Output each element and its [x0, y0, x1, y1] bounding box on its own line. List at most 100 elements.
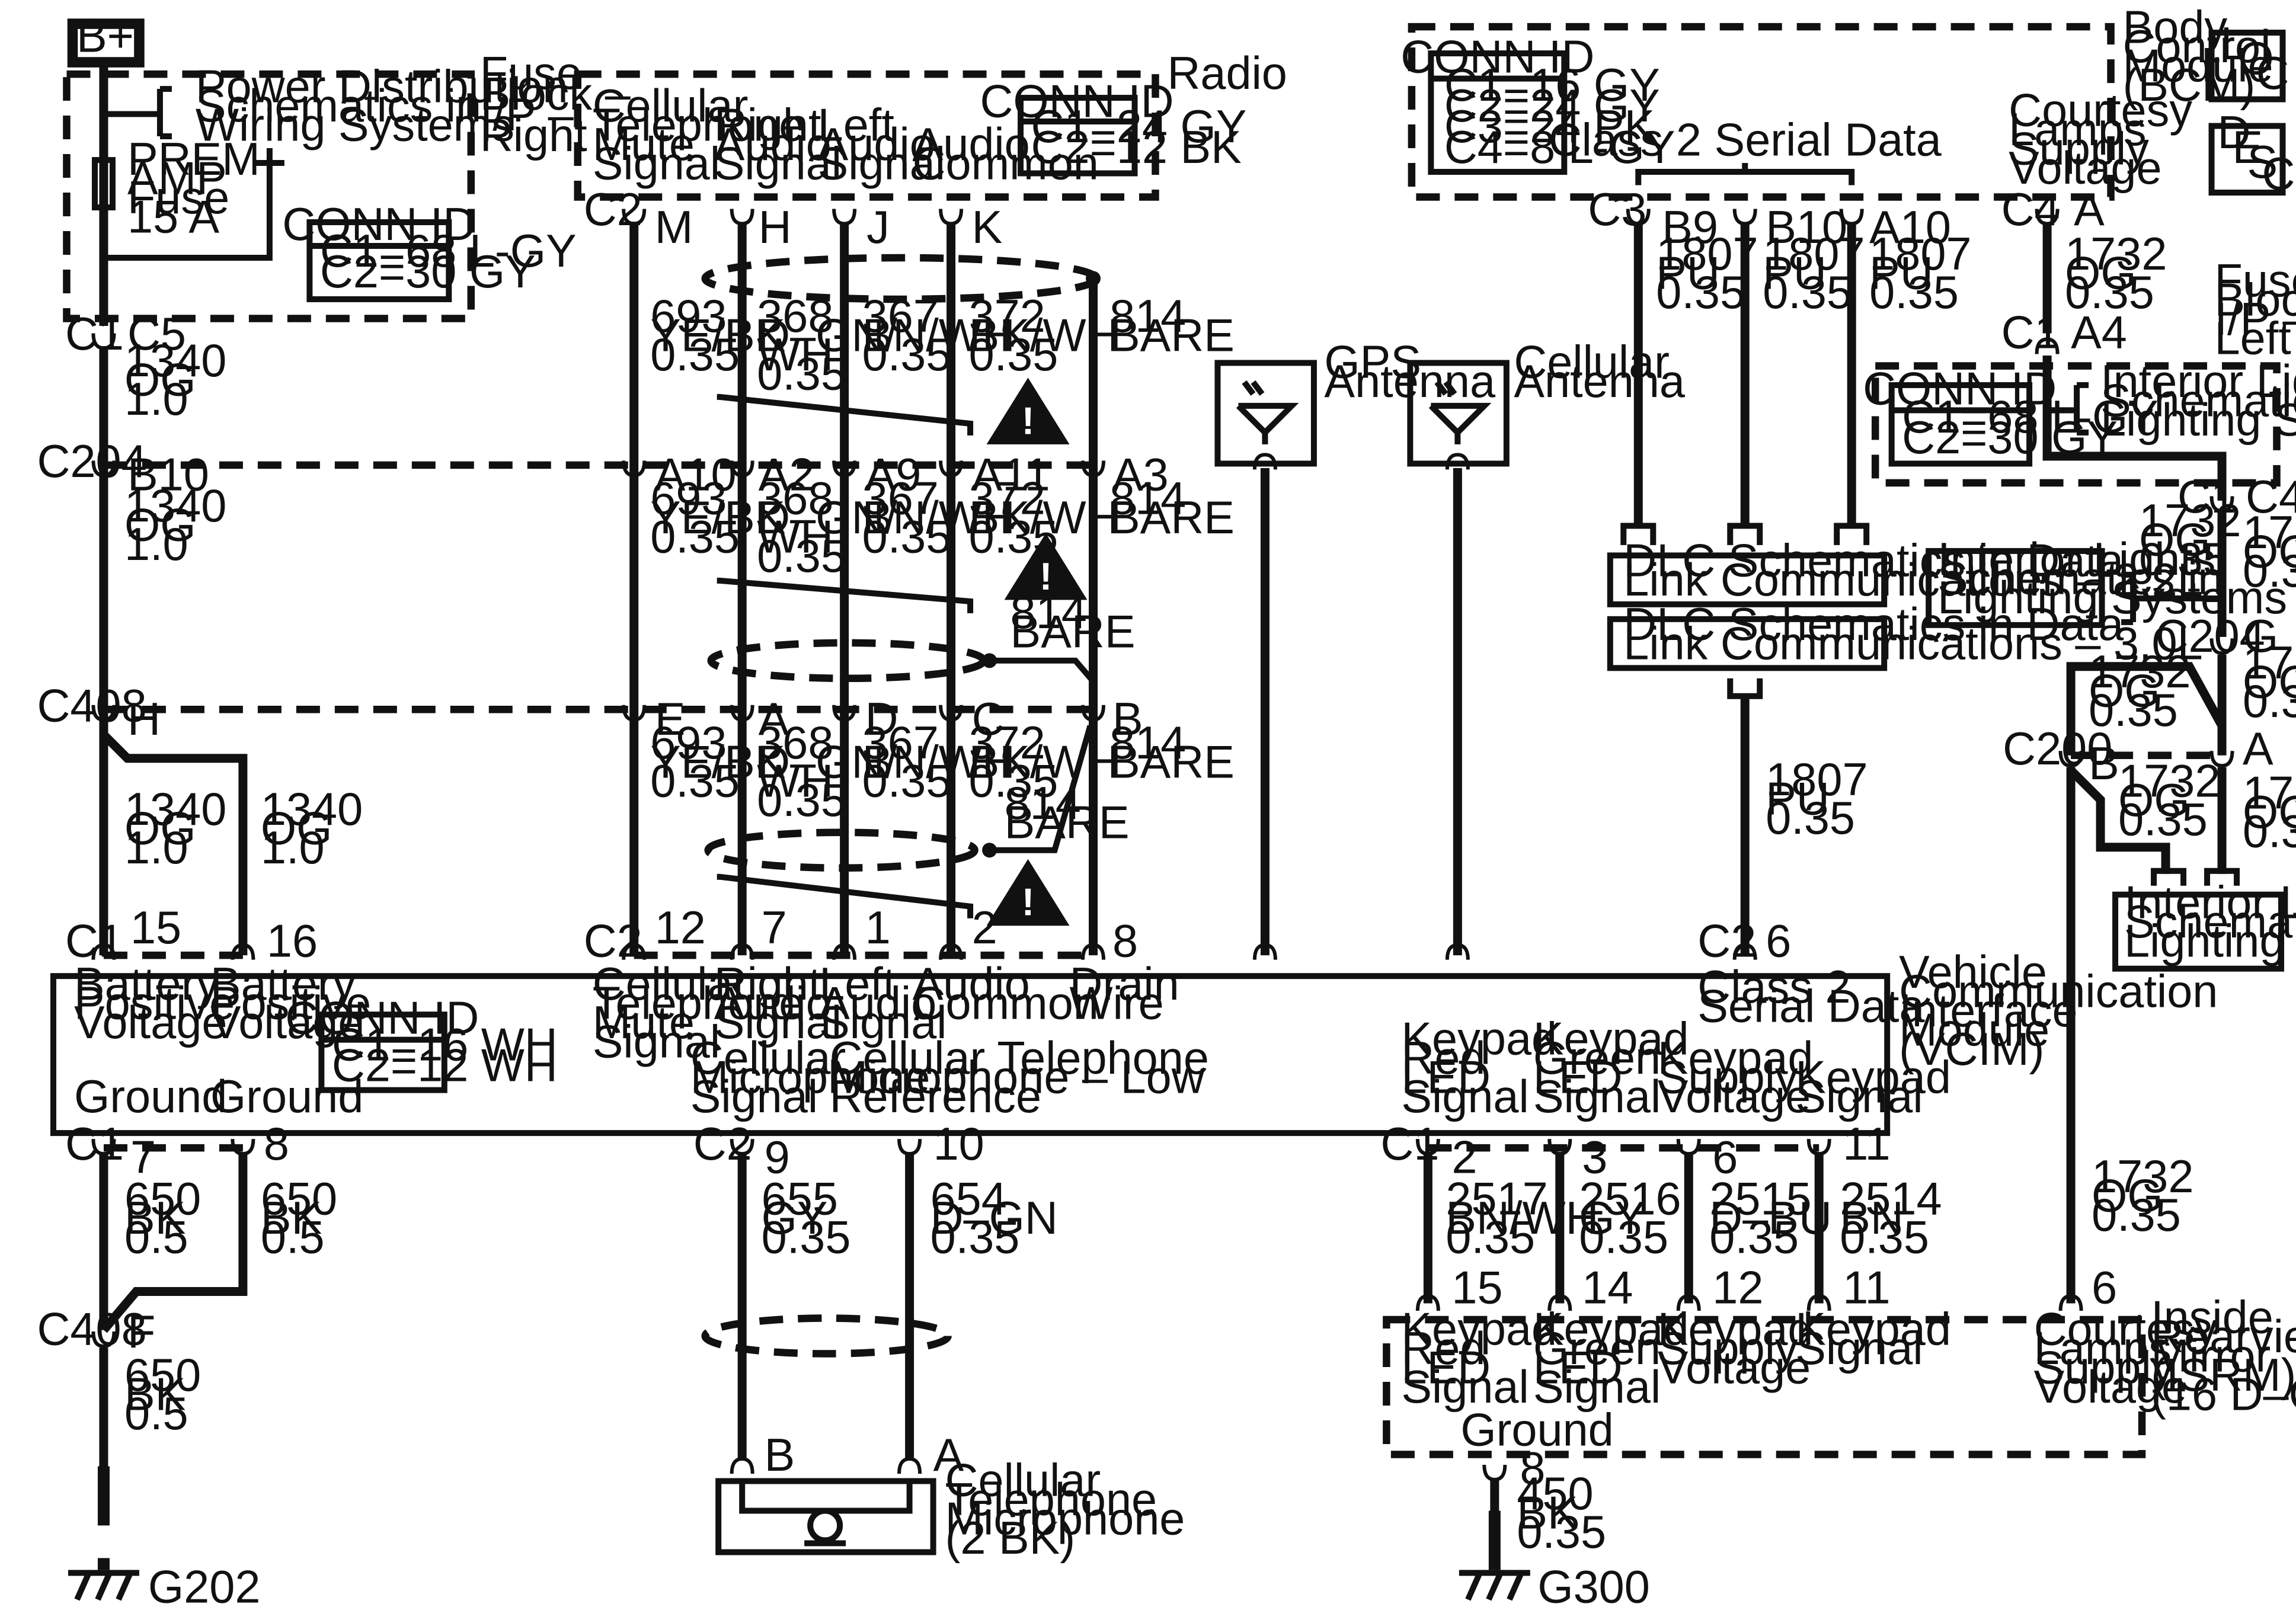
wire-2517: 0.35 [1446, 1212, 1535, 1263]
vcim-pin: 11 [1843, 1119, 1890, 1170]
wire-1732: OG [2243, 657, 2296, 708]
wire-1807: 1807 [1766, 754, 1868, 805]
vcim-pin: 10 [933, 1119, 984, 1170]
vcim-title: Communication [1899, 966, 2218, 1017]
c200-pin-b: B [2089, 738, 2119, 789]
bcm-pin: B10 [1766, 202, 1847, 253]
c204-pin: A2 [759, 449, 815, 500]
wire-814: 814 [1109, 473, 1186, 524]
vcim-label: Keypad [1401, 1014, 1557, 1065]
wire-1732: OG [2092, 1171, 2163, 1222]
wire-1340: 1.0 [261, 822, 325, 873]
wire-1340: OG [261, 804, 332, 854]
wire-655: 655 [762, 1174, 838, 1225]
wire-367: 367 [862, 718, 939, 769]
vcim: C1 15 16 C2 12 7 1 2 8 C2 6 Battery Posi… [50, 902, 2218, 1183]
wire-1807: 0.35 [1763, 267, 1852, 318]
radio-pin-k: K [972, 202, 1003, 253]
vcim-label: Ground [74, 1071, 227, 1122]
conn-id-c1: C1=68 L-GY [320, 226, 577, 277]
fuse-block-left: CONN ID C1=68 L-GY C2=30 GY Interior Lig… [1863, 255, 2296, 523]
isrm-pin: 6 [2092, 1263, 2117, 1314]
fbl-conn-id-c1: C1=68 L-GY [1902, 392, 2159, 443]
vcim-title: Vehicle [1899, 947, 2047, 998]
fbl-ref: Interior Lights [2100, 356, 2296, 407]
battery-label: B+ [76, 11, 134, 62]
vcim-c2b: C2 [1697, 916, 1756, 967]
wire-2516: 2516 [1579, 1174, 1681, 1225]
bcm-courtesy-label: Voltage [2009, 143, 2161, 194]
wire-1732: OG [2065, 248, 2137, 299]
vcim-pin: 2 [1451, 1132, 1477, 1183]
vcim-label: Audio [714, 978, 832, 1029]
vcim-label: Keypad [1795, 1052, 1951, 1103]
cell-antenna-label: Cellular [1514, 337, 1670, 388]
wire-1732: 0.35 [2089, 685, 2178, 736]
wire-650: 0.5 [124, 1212, 188, 1263]
wire-450: BK [1517, 1487, 1578, 1538]
ground-icon [1459, 1570, 1530, 1601]
wire-693: YE/BK [650, 737, 785, 788]
isrm-title: Mirror [2151, 1331, 2271, 1382]
vcim-label: Ground [210, 1071, 363, 1122]
cell-antenna-label: Antenna [1514, 356, 1686, 407]
wire-1732: OG [2139, 514, 2211, 565]
radio-pin-label: Common [913, 139, 1099, 190]
wire-650: BK [124, 1369, 186, 1420]
wire-372: BK/WH [969, 737, 1120, 788]
radio-conn-id-title: CONN ID [980, 76, 1173, 127]
vcim-label: Right [714, 959, 821, 1010]
wire-368: 0.35 [757, 348, 846, 399]
wire-2516: 0.35 [1579, 1212, 1668, 1263]
wire-1732: 1732 [2089, 646, 2191, 697]
wire-814: 814 [1109, 291, 1186, 342]
c408-pin: E [655, 694, 686, 745]
isrm-label: Keypad [1533, 1304, 1689, 1355]
wire-368: D–GN/ [757, 310, 897, 361]
wire-368: 0.35 [757, 775, 846, 826]
gps-label: GPS [1324, 337, 1421, 388]
wire-693: YE/BK [650, 492, 785, 543]
c5-label: C5 [127, 309, 186, 360]
wire-1732: OG [2243, 787, 2296, 838]
c204-pin: A3 [1112, 449, 1169, 500]
g202-label: G202 [148, 1561, 261, 1610]
vcim-pin: 2 [972, 902, 997, 953]
wire-1340: 1.0 [124, 822, 188, 873]
vcim-label: Signal [593, 1017, 720, 1068]
c408-pin: A [759, 694, 789, 745]
isrm-label: Voltage [2034, 1362, 2187, 1413]
mic-pin-a: A [933, 1430, 964, 1481]
c200-pin-a: A [2243, 724, 2273, 774]
isrm-ground-label: Ground [1460, 1404, 1613, 1455]
isrm-title: (ISRM) [2151, 1350, 2296, 1401]
radio-pin-label: Signal [818, 139, 945, 190]
isrm-pin: 15 [1451, 1263, 1502, 1314]
radio-pin-label: Audio [913, 119, 1030, 170]
vcim-label: Battery [210, 959, 356, 1010]
interior-ref2-text: Interior Lights [2124, 878, 2296, 929]
interior-ref2-text: Lighting Systems [2124, 916, 2296, 967]
desc-letter: C [2262, 149, 2295, 200]
wire-814: BARE [1109, 492, 1235, 543]
isrm-label: Voltage [1658, 1342, 1811, 1393]
isrm-label: Supply [2034, 1342, 2175, 1393]
wire-693: 0.35 [650, 756, 740, 807]
vcim-pin: 8 [264, 1119, 289, 1170]
wire-368: 368 [757, 473, 833, 524]
wire-650: BK [261, 1193, 322, 1244]
vcim-label: Microphone [690, 1052, 930, 1103]
wire-368: WH [757, 329, 833, 380]
radio-conn-id-c2: C2=12 BK [1031, 122, 1242, 173]
gps-antenna-icon [1214, 360, 1317, 467]
isrm-label: Supply [1658, 1323, 1798, 1374]
fuse-block-title-2: Block – [480, 69, 631, 120]
radio-pin-label: Cellular [593, 81, 749, 132]
wire-1732: 1732 [2065, 229, 2167, 280]
ground-icon [68, 1570, 139, 1601]
mic-label: Microphone [945, 1493, 1185, 1544]
vcim-pin: 6 [1766, 916, 1791, 967]
power-ref-line3: Wiring Systems [196, 100, 514, 151]
c408-lower: C408 [37, 1304, 146, 1355]
wire-450: 0.35 [1517, 1507, 1606, 1558]
